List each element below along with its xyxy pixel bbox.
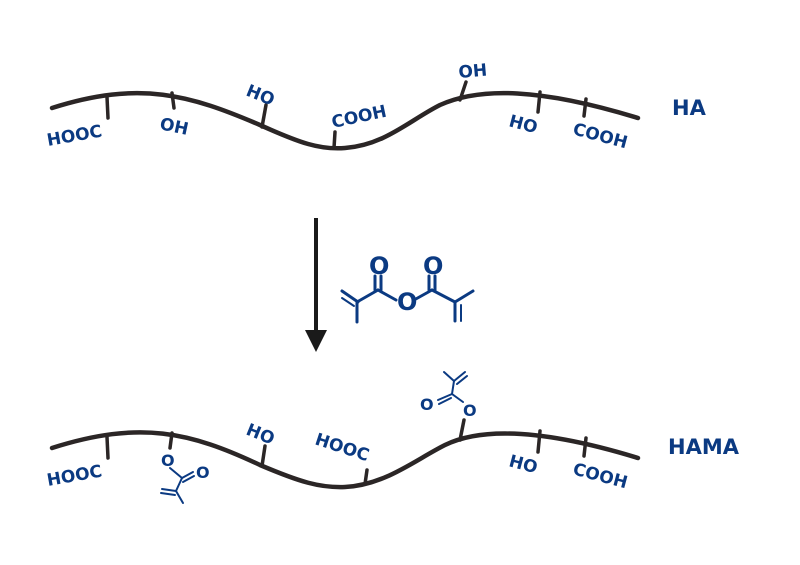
reagent-bond-vinyl-left-b: [341, 297, 355, 307]
ha-backbone: [49, 90, 641, 151]
hama-right-bond-methyl: [443, 371, 455, 382]
hama-stub-1: [105, 435, 110, 460]
ha-group-cooh-1: COOH: [330, 102, 389, 133]
reagent-bond-vinyl-left-a: [340, 289, 360, 304]
hama-group-hooc-1: HOOC: [45, 462, 103, 491]
hama-right-bond-c-c: [451, 380, 455, 395]
hama-methacrylate-left: O O: [160, 451, 210, 504]
reagent-atom-o-left: O: [369, 252, 389, 280]
hama-methacrylate-right: O O: [420, 371, 477, 420]
hama-left-bond-c-c: [175, 477, 183, 492]
reagent-bond-left-bridge: [376, 288, 398, 302]
ha-group-cooh-2: COOH: [571, 120, 630, 154]
hama-right-bond-c-o-a: [437, 393, 453, 401]
arrow-head: [305, 330, 327, 352]
hama-group-cooh: COOH: [571, 460, 630, 494]
hama-name: HAMA: [668, 435, 740, 459]
hama-stub-2: [168, 431, 174, 450]
ha-stub-3: [260, 103, 268, 129]
ha-group-oh-2: OH: [458, 61, 488, 83]
ha-name: HA: [672, 96, 707, 120]
hama-backbone: [49, 430, 641, 490]
ha-group-ho-1: HO: [243, 81, 277, 110]
hama-stub-6: [536, 429, 542, 454]
ha-stub-1: [105, 95, 110, 120]
ha-stub-7: [582, 97, 588, 118]
hama-chain: HOOC HO HOOC HO COOH HAMA O O O O: [45, 371, 740, 504]
hama-stub-5: [458, 418, 466, 442]
hama-right-bond-o-c: [451, 393, 464, 403]
hama-right-bond-c-o-b: [438, 397, 452, 405]
ha-group-oh-1: OH: [158, 114, 190, 140]
methacrylic-anhydride: O O O: [340, 252, 475, 324]
reagent-bond-right-bridge: [412, 288, 434, 302]
reagent-bond-right-carbonyl: [430, 288, 457, 304]
reagent-atom-o-bridge: O: [397, 288, 417, 316]
hama-left-bond-vinyl-a: [161, 488, 177, 492]
hama-left-bond-c-o-b: [182, 475, 195, 483]
hama-right-bond-vinyl-a: [453, 371, 466, 382]
reagent-bond-left-carbonyl: [355, 288, 380, 304]
hama-right-bond-vinyl-b: [456, 375, 468, 385]
ha-group-ho-2: HO: [507, 112, 540, 139]
hama-group-ho-2: HO: [507, 452, 540, 479]
hama-left-ester-o: O: [161, 451, 175, 470]
hama-stub-7: [582, 436, 588, 458]
hama-group-ho-1: HO: [243, 420, 277, 449]
hama-left-carbonyl-o: O: [196, 463, 210, 482]
hama-left-bond-vinyl-b: [160, 492, 176, 496]
hama-left-bond-o-c: [169, 467, 183, 479]
hama-right-ester-o: O: [463, 401, 477, 420]
ha-chain: HOOC OH HO COOH OH HO COOH HA: [45, 61, 706, 154]
hama-left-bond-c-o-a: [181, 471, 194, 479]
ha-stub-5: [458, 80, 468, 102]
ha-group-hooc: HOOC: [45, 122, 103, 151]
hama-left-bond-methyl: [175, 490, 184, 504]
ha-stub-4: [332, 130, 337, 150]
hama-group-hooc-2: HOOC: [312, 430, 371, 466]
hama-stub-3: [260, 444, 267, 468]
hama-stub-4: [363, 468, 369, 486]
reagent-bond-methyl-right: [453, 289, 475, 304]
reaction-arrow: [305, 218, 327, 352]
reagent-atom-o-right: O: [423, 252, 443, 280]
ha-stub-2: [170, 91, 176, 110]
hama-right-carbonyl-o: O: [420, 395, 434, 414]
ha-stub-6: [536, 90, 542, 114]
